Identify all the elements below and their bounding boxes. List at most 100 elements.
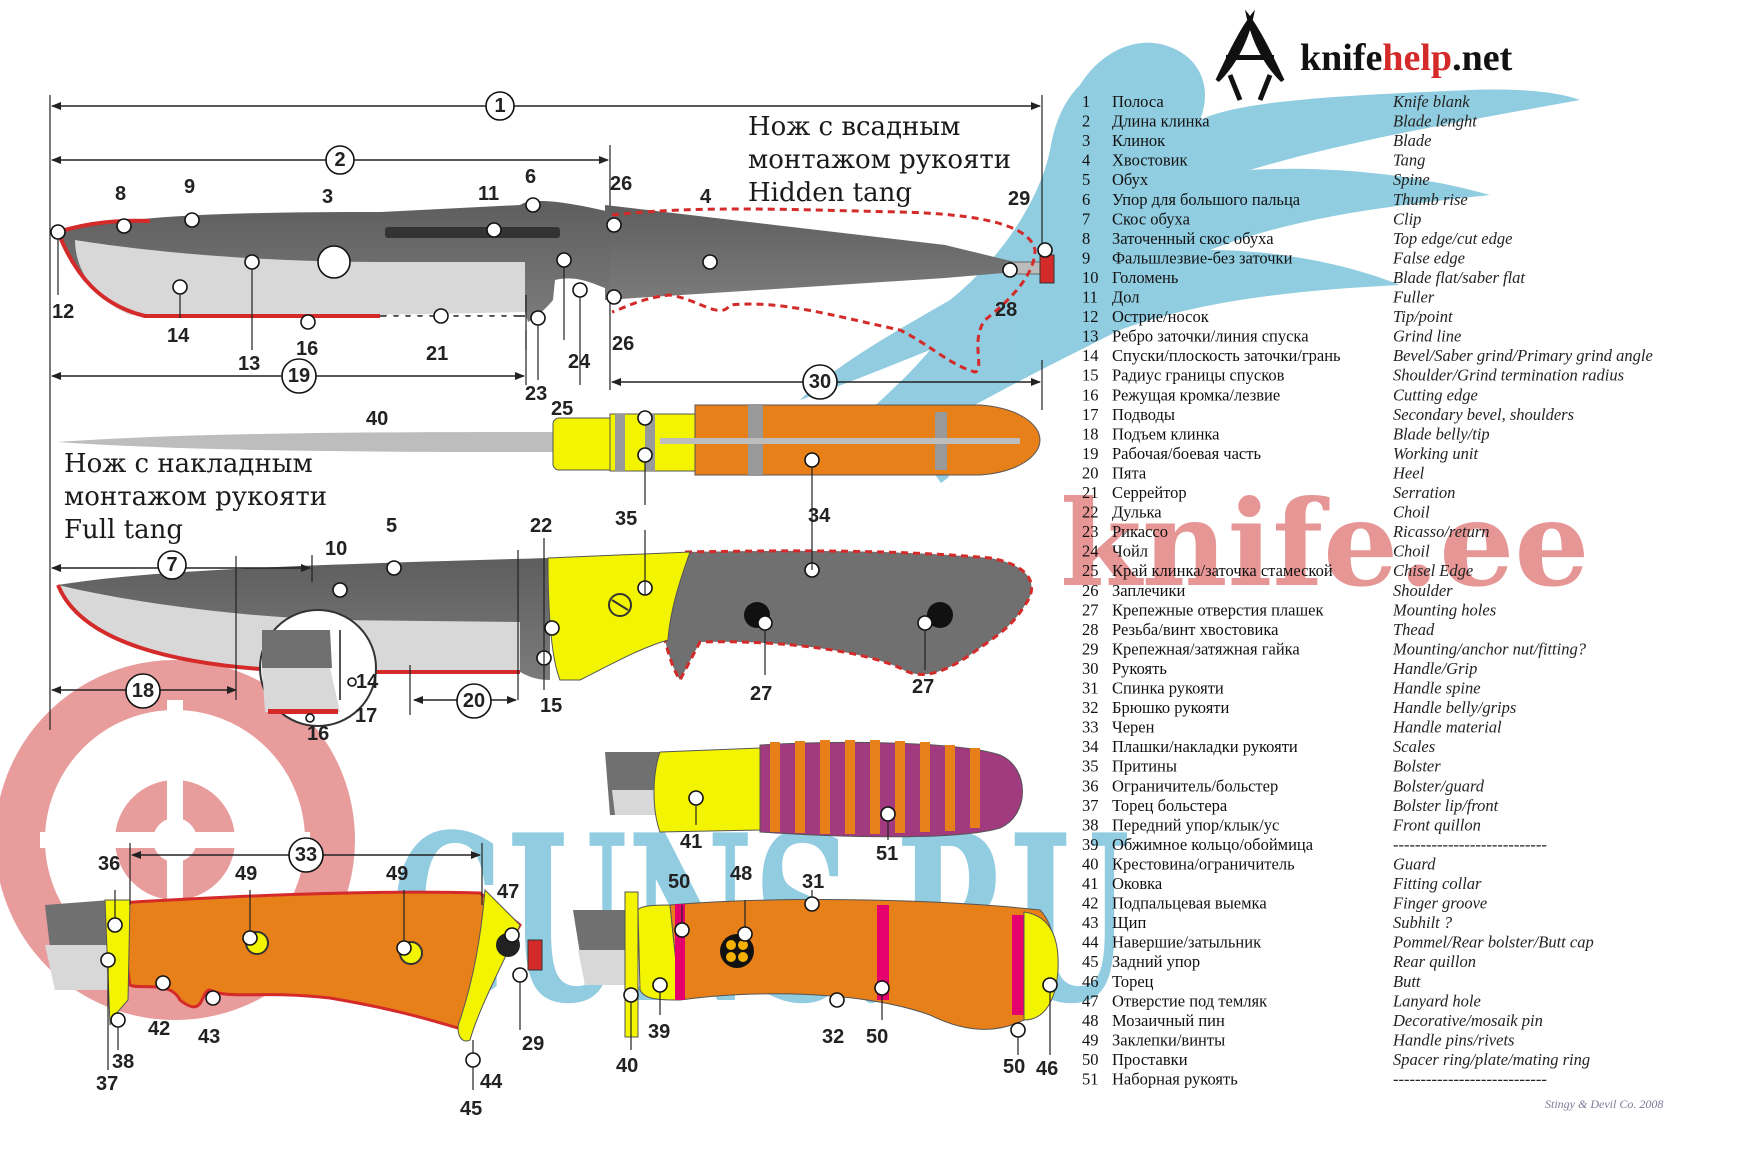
svg-text:51: 51 [876, 843, 898, 865]
callout-markers [50, 197, 1058, 1090]
svg-text:25: 25 [551, 398, 573, 420]
legend-term-en: Cutting edge [1393, 385, 1478, 404]
full-tang-knife [51, 549, 1034, 727]
legend-term-ru: Упор для большого пальца [1112, 190, 1301, 209]
legend-term-en: Choil [1393, 542, 1430, 561]
legend-term-ru: Острие/носок [1112, 307, 1210, 326]
svg-text:4: 4 [700, 186, 712, 208]
legend-number: 6 [1082, 190, 1090, 209]
legend-term-en: Mounting/anchor nut/fitting? [1392, 639, 1587, 658]
svg-text:36: 36 [98, 853, 120, 875]
svg-text:24: 24 [568, 351, 591, 373]
legend-term-ru: Рабочая/боевая часть [1112, 444, 1261, 463]
legend-term-en: Decorative/mosaik pin [1392, 1011, 1543, 1030]
legend-number: 38 [1082, 815, 1099, 834]
legend-term-en: Chisel Edge [1393, 561, 1473, 580]
legend-term-ru: Подъем клинка [1112, 424, 1220, 443]
legend-term-ru: Брюшко рукояти [1112, 698, 1230, 717]
legend-number: 31 [1082, 679, 1099, 698]
legend-term-ru: Край клинка/заточка стамеской [1112, 561, 1333, 580]
legend-number: 21 [1082, 483, 1099, 502]
svg-text:30: 30 [809, 371, 831, 393]
svg-text:8: 8 [115, 183, 126, 205]
svg-text:40: 40 [616, 1055, 638, 1077]
legend-term-ru: Наборная рукоять [1112, 1070, 1238, 1089]
svg-text:49: 49 [235, 863, 257, 885]
svg-text:10: 10 [325, 538, 347, 560]
legend-term-ru: Крепежная/затяжная гайка [1112, 639, 1300, 658]
legend-number: 39 [1082, 835, 1099, 854]
legend-number: 30 [1082, 659, 1099, 678]
legend-term-ru: Торец [1112, 972, 1154, 991]
legend-term-en: Top edge/cut edge [1393, 229, 1512, 248]
svg-text:17: 17 [355, 705, 377, 727]
svg-text:18: 18 [132, 680, 154, 702]
legend-term-ru: Резьба/винт хвостовика [1112, 620, 1279, 639]
legend-number: 27 [1082, 600, 1099, 619]
legend-number: 29 [1082, 639, 1099, 658]
legend-term-en: Shoulder/Grind termination radius [1393, 366, 1624, 385]
legend-term-en: Secondary bevel, shoulders [1393, 405, 1574, 424]
legend-term-ru: Обух [1112, 170, 1149, 189]
legend-number: 10 [1082, 268, 1099, 287]
svg-text:Hidden tang: Hidden tang [748, 178, 912, 208]
svg-text:knifehelp.net: knifehelp.net [1300, 37, 1513, 79]
legend-number: 36 [1082, 776, 1099, 795]
legend-term-en: Fitting collar [1392, 874, 1482, 893]
legend-term-en: Tip/point [1393, 307, 1453, 326]
svg-text:28: 28 [995, 299, 1017, 321]
legend-number: 17 [1082, 405, 1099, 424]
legend-term-en: Handle spine [1392, 679, 1481, 698]
legend-term-en: Tang [1393, 151, 1425, 170]
legend-number: 22 [1082, 503, 1099, 522]
legend-row: 29 Крепежная/затяжная гайка Mounting/ancho… [1082, 639, 1587, 658]
legend-number: 11 [1082, 288, 1098, 307]
legend-term-ru: Дулька [1112, 503, 1162, 522]
legend-term-ru: Дол [1112, 288, 1140, 307]
legend-term-ru: Торец больстера [1112, 796, 1228, 815]
svg-text:23: 23 [525, 383, 547, 405]
svg-text:20: 20 [463, 690, 485, 712]
svg-text:35: 35 [615, 508, 637, 530]
svg-text:44: 44 [480, 1071, 503, 1093]
svg-text:41: 41 [680, 831, 702, 853]
legend-number: 5 [1082, 170, 1090, 189]
legend-term-en: Handle/Grip [1392, 659, 1477, 678]
legend-term-ru: Голомень [1112, 268, 1179, 287]
legend-number: 48 [1082, 1011, 1099, 1030]
svg-text:3: 3 [322, 186, 333, 208]
legend-term-ru: Навершие/затыльник [1112, 933, 1262, 952]
legend-term-ru: Клинок [1112, 131, 1166, 150]
legend-term-en: Heel [1392, 463, 1425, 482]
legend-term-en: Handle pins/rivets [1392, 1030, 1514, 1049]
svg-text:2: 2 [334, 149, 345, 171]
legend-number: 40 [1082, 854, 1099, 873]
svg-text:29: 29 [1008, 188, 1030, 210]
svg-text:26: 26 [612, 333, 634, 355]
legend-term-ru: Плашки/накладки рукояти [1112, 737, 1298, 756]
legend-term-ru: Режущая кромка/лезвие [1112, 385, 1280, 404]
legend-number: 12 [1082, 307, 1099, 326]
svg-text:45: 45 [460, 1098, 482, 1120]
legend-term-en: Bevel/Saber grind/Primary grind angle [1393, 346, 1653, 365]
legend-term-ru: Притины [1112, 757, 1177, 776]
legend-term-en: Ricasso/return [1392, 522, 1490, 541]
svg-text:21: 21 [426, 343, 448, 365]
svg-text:48: 48 [730, 863, 752, 885]
svg-text:монтажом рукояти: монтажом рукояти [748, 145, 1011, 175]
